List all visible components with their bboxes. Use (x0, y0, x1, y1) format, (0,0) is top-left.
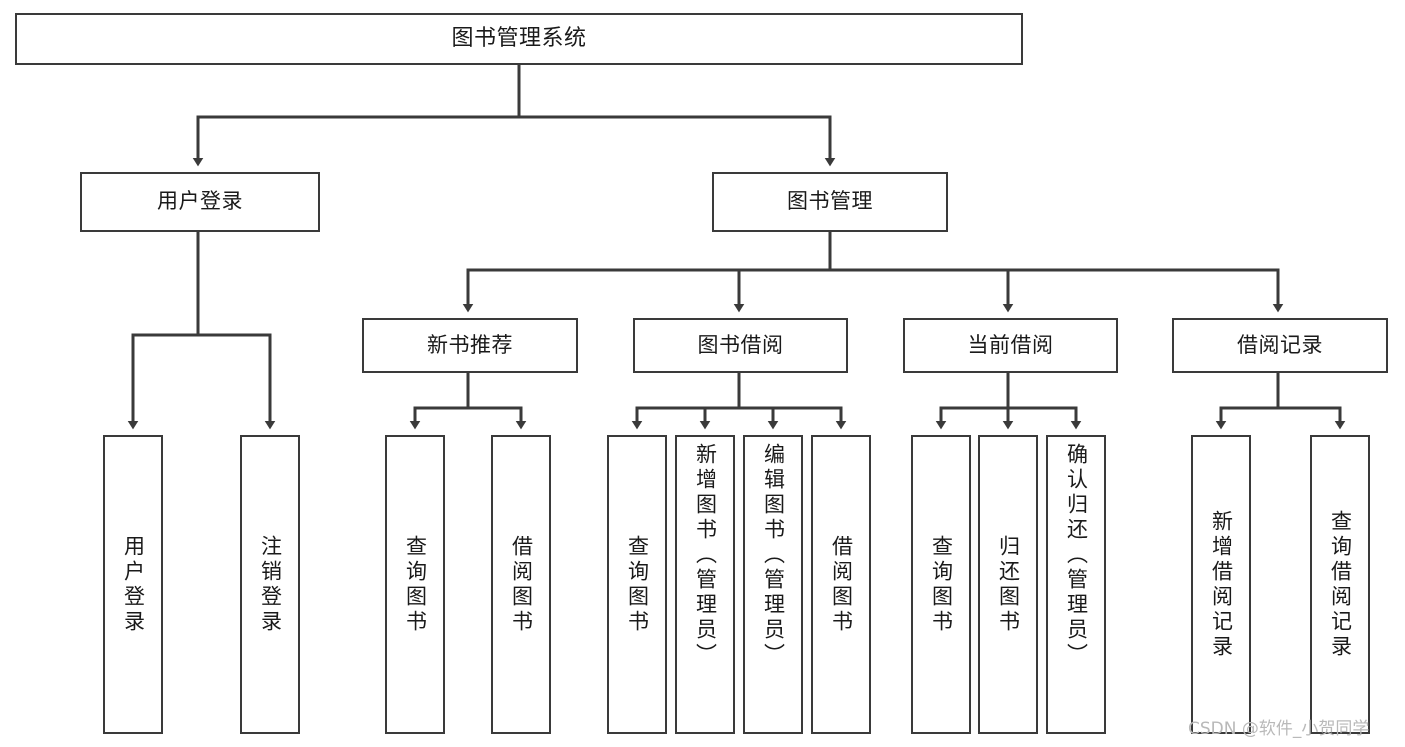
leaf-logout[interactable]: 注销登录 (240, 435, 300, 734)
node-current-borrow-label: 当前借阅 (967, 332, 1054, 357)
leaf-current-return-book-label: 归还图书 (996, 534, 1021, 635)
leaf-record-query[interactable]: 查询借阅记录 (1310, 435, 1370, 734)
leaf-newbook-query-book-label: 查询图书 (403, 534, 428, 635)
leaf-borrow-borrow-book-label: 借阅图书 (829, 534, 854, 635)
node-book-management-label: 图书管理 (787, 189, 873, 214)
node-book-management[interactable]: 图书管理 (712, 172, 948, 232)
node-user-login[interactable]: 用户登录 (80, 172, 320, 232)
leaf-current-query-book-label: 查询图书 (929, 534, 954, 635)
leaf-current-confirm-return[interactable]: 确认归还（管理员） (1046, 435, 1106, 734)
csdn-watermark: CSDN @软件_小贺同学 (1188, 719, 1370, 739)
leaf-newbook-borrow-book[interactable]: 借阅图书 (491, 435, 551, 734)
leaf-current-return-book[interactable]: 归还图书 (978, 435, 1038, 734)
leaf-logout-label: 注销登录 (258, 534, 283, 635)
leaf-record-add-label: 新增借阅记录 (1209, 509, 1234, 660)
node-user-login-label: 用户登录 (157, 189, 243, 214)
leaf-user-login[interactable]: 用户登录 (103, 435, 163, 734)
leaf-newbook-borrow-book-label: 借阅图书 (509, 534, 534, 635)
node-current-borrow[interactable]: 当前借阅 (903, 318, 1118, 373)
leaf-borrow-add-book-label: 新增图书（管理员） (693, 443, 718, 668)
leaf-record-add[interactable]: 新增借阅记录 (1191, 435, 1251, 734)
node-root-label: 图书管理系统 (451, 25, 587, 51)
leaf-current-confirm-return-label: 确认归还（管理员） (1064, 443, 1089, 668)
node-borrow-record[interactable]: 借阅记录 (1172, 318, 1388, 373)
leaf-record-query-label: 查询借阅记录 (1328, 509, 1353, 660)
leaf-borrow-edit-book[interactable]: 编辑图书（管理员） (743, 435, 803, 734)
node-book-borrow[interactable]: 图书借阅 (633, 318, 848, 373)
node-book-borrow-label: 图书借阅 (697, 332, 784, 357)
leaf-user-login-label: 用户登录 (121, 534, 146, 635)
leaf-borrow-query-book[interactable]: 查询图书 (607, 435, 667, 734)
leaf-borrow-query-book-label: 查询图书 (625, 534, 650, 635)
node-new-book-recommend-label: 新书推荐 (427, 332, 513, 357)
leaf-borrow-add-book[interactable]: 新增图书（管理员） (675, 435, 735, 734)
node-borrow-record-label: 借阅记录 (1237, 332, 1323, 357)
node-root[interactable]: 图书管理系统 (15, 13, 1023, 65)
leaf-borrow-edit-book-label: 编辑图书（管理员） (761, 443, 786, 668)
leaf-borrow-borrow-book[interactable]: 借阅图书 (811, 435, 871, 734)
leaf-newbook-query-book[interactable]: 查询图书 (385, 435, 445, 734)
node-new-book-recommend[interactable]: 新书推荐 (362, 318, 578, 373)
leaf-current-query-book[interactable]: 查询图书 (911, 435, 971, 734)
